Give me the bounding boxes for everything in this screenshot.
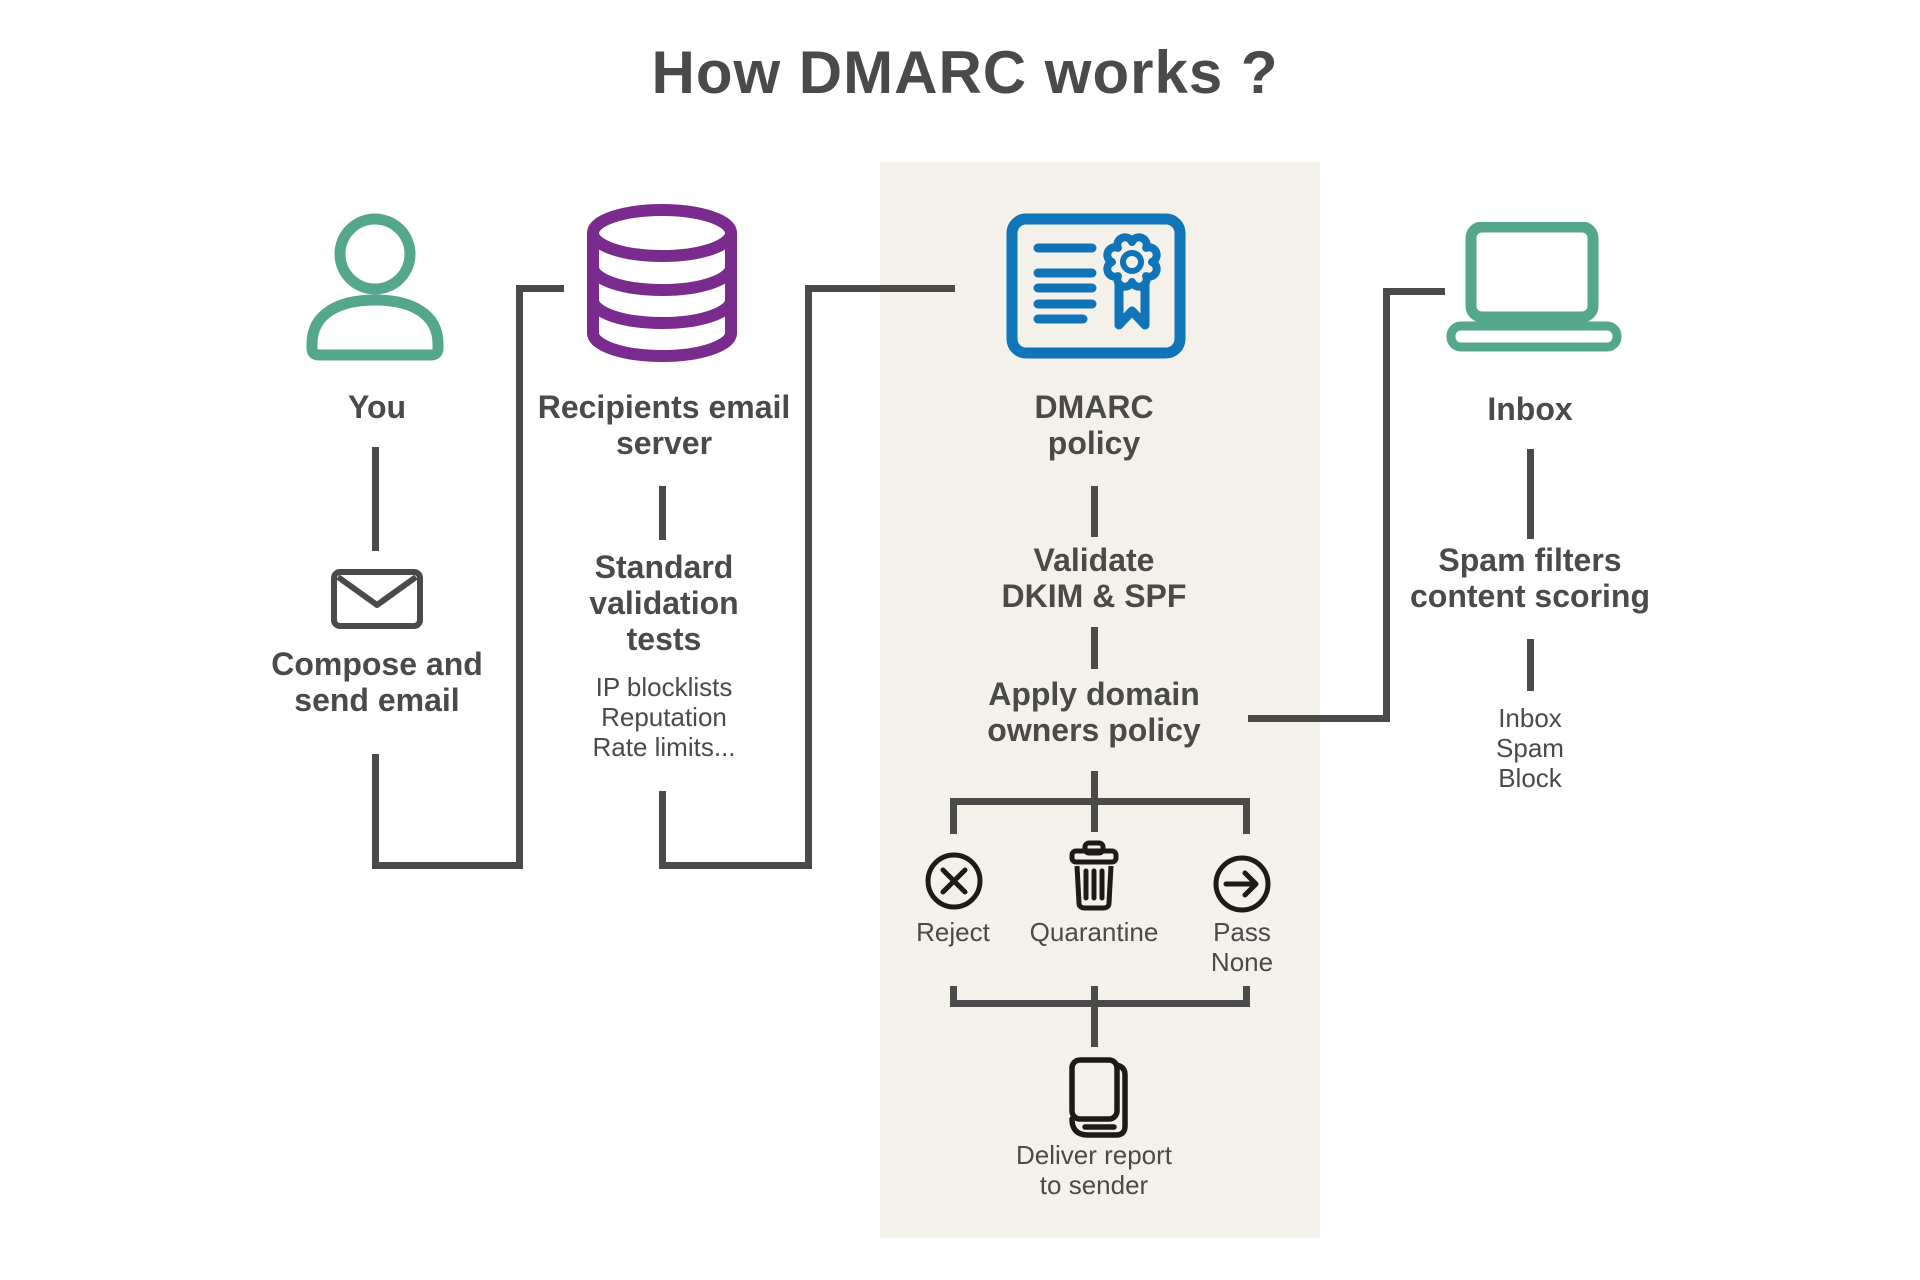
connector-server-to-tests bbox=[659, 486, 666, 540]
label-validate: Validate DKIM & SPF bbox=[1001, 542, 1187, 614]
connector-compose-down bbox=[372, 754, 379, 869]
label-recipients-server: Recipients email server bbox=[537, 389, 791, 461]
certificate-icon bbox=[1006, 213, 1186, 359]
label-compose-send: Compose and send email bbox=[271, 646, 483, 718]
label-inbox: Inbox bbox=[1487, 391, 1573, 427]
branch-top-right-tick bbox=[1243, 798, 1250, 834]
page-title: How DMARC works ? bbox=[651, 39, 1279, 106]
branch-bottom-right-tick bbox=[1243, 986, 1250, 1007]
connector-up-to-server bbox=[516, 285, 523, 869]
connector-up-to-inbox bbox=[1383, 288, 1390, 722]
connector-dmarc-stub bbox=[805, 285, 955, 292]
label-spam-filters: Spam filters content scoring bbox=[1409, 542, 1651, 614]
connector-apply-to-inbox bbox=[1248, 715, 1388, 722]
connector-policy-to-validate bbox=[1091, 486, 1098, 537]
connector-server-stub bbox=[516, 285, 564, 292]
branch-top-left-tick bbox=[950, 798, 957, 834]
label-you: You bbox=[347, 389, 407, 425]
label-pass-none: Pass None bbox=[1210, 917, 1274, 977]
laptop-icon bbox=[1446, 222, 1622, 352]
connector-you-to-envelope bbox=[372, 447, 379, 551]
person-icon bbox=[306, 213, 444, 361]
branch-bottom-left-tick bbox=[950, 986, 957, 1007]
database-icon bbox=[587, 204, 737, 362]
label-quarantine: Quarantine bbox=[1029, 917, 1159, 947]
label-deliver-report: Deliver report to sender bbox=[1015, 1140, 1173, 1200]
trash-icon bbox=[1069, 840, 1119, 911]
envelope-icon bbox=[331, 569, 423, 629]
connector-compose-bottom bbox=[372, 862, 523, 869]
branch-top-bar bbox=[950, 798, 1250, 805]
label-tests-detail: IP blocklists Reputation Rate limits... bbox=[592, 672, 736, 762]
connector-tests-down bbox=[659, 791, 666, 869]
connector-inbox-to-filters bbox=[1527, 449, 1534, 539]
label-standard-tests: Standard validation tests bbox=[589, 549, 739, 657]
connector-branch-to-report bbox=[1091, 986, 1098, 1047]
connector-validate-to-apply bbox=[1091, 627, 1098, 669]
label-inbox-result: Inbox Spam Block bbox=[1496, 703, 1564, 793]
label-dmarc-policy: DMARC policy bbox=[1034, 389, 1154, 461]
connector-filters-to-result bbox=[1527, 639, 1534, 691]
pass-icon bbox=[1213, 855, 1271, 913]
connector-inbox-stub bbox=[1383, 288, 1445, 295]
connector-tests-bottom bbox=[659, 862, 812, 869]
branch-bottom-bar bbox=[950, 1000, 1250, 1007]
book-icon bbox=[1069, 1057, 1128, 1138]
label-reject: Reject bbox=[916, 917, 990, 947]
label-apply-policy: Apply domain owners policy bbox=[987, 676, 1201, 748]
connector-up-to-dmarc bbox=[805, 285, 812, 869]
reject-icon bbox=[925, 852, 983, 910]
